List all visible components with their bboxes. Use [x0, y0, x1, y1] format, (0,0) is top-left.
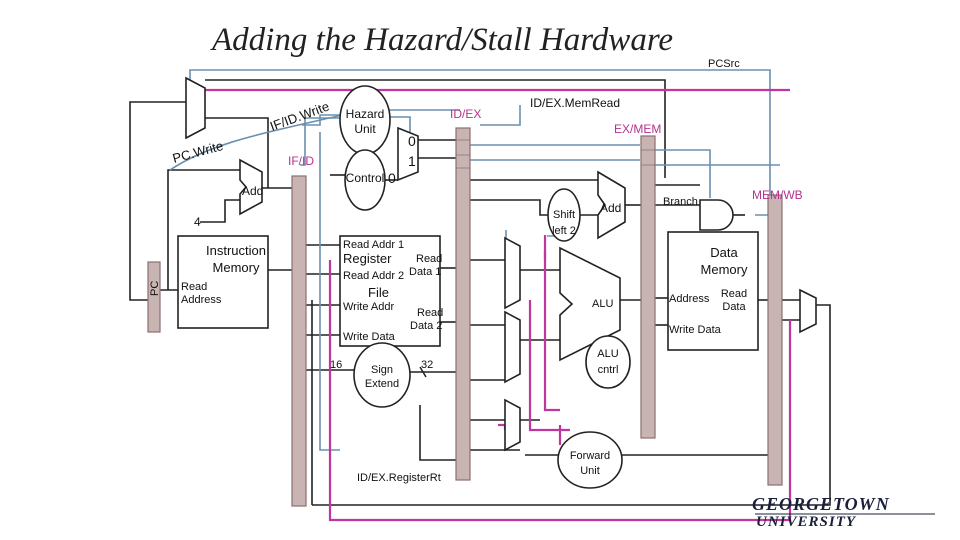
hazard-unit-label-1: Hazard	[346, 107, 385, 121]
datapath-wires	[129, 79, 831, 506]
alu-label: ALU	[592, 298, 613, 310]
data1-label: Data 1	[409, 266, 441, 278]
pcsrc-label: PCSrc	[708, 58, 740, 70]
data-memory	[667, 231, 759, 351]
read-addr1-label: Read Addr 1	[343, 239, 404, 251]
dm-write-data-label: Write Data	[669, 324, 722, 336]
branch-and-gate	[699, 199, 734, 231]
instruction-memory	[177, 235, 269, 329]
pc-label: PC	[149, 281, 161, 296]
alu-mux-b	[504, 310, 521, 384]
four-label: 4	[194, 215, 201, 229]
alu-control	[585, 335, 631, 389]
write-data-rf-label: Write Data	[343, 331, 396, 343]
sign-extend-label-2: Extend	[365, 378, 399, 390]
dm-address-label: Address	[669, 293, 710, 305]
regdst-mux	[504, 398, 521, 452]
im-label-2: Memory	[213, 260, 260, 275]
dm-read-label-2: Data	[722, 301, 746, 313]
shift-label-1: Shift	[553, 209, 575, 221]
control-label: Control	[346, 171, 385, 185]
data-memory-label-2: Memory	[701, 262, 748, 277]
control-unit	[344, 149, 386, 211]
id-ex-label: ID/EX	[450, 107, 481, 121]
hazard-unit-label-2: Unit	[354, 122, 376, 136]
shift-label-2: left 2	[552, 225, 576, 237]
register-label: Register	[343, 251, 392, 266]
data2-label: Data 2	[410, 320, 442, 332]
mux-one: 1	[408, 153, 416, 169]
pipeline-registers	[147, 127, 783, 507]
if-id-label: IF/ID	[288, 154, 314, 168]
bus-width-marks	[419, 366, 427, 378]
control-mux	[397, 126, 419, 182]
alu-block	[559, 246, 621, 362]
thirtytwo-label: 32	[421, 359, 433, 371]
pc-write-label: PC.Write	[171, 138, 225, 166]
im-read-label-1: Read	[181, 281, 207, 293]
im-read-label-2: Address	[181, 294, 222, 306]
alu-cntrl-label-1: ALU	[597, 348, 618, 360]
alu-cntrl-label-2: cntrl	[598, 364, 619, 376]
add-right-label: Add	[600, 201, 621, 215]
mux-zero-bottom: 0	[388, 170, 396, 186]
sixteen-label: 16	[330, 359, 342, 371]
sign-extend	[353, 342, 411, 408]
add-right-block	[597, 170, 626, 240]
shift-left-2	[547, 188, 581, 242]
register-bars	[456, 139, 655, 169]
forward-unit-label-2: Unit	[580, 465, 600, 477]
alu-mux-a	[504, 236, 521, 310]
ex-mem-label: EX/MEM	[614, 122, 661, 136]
id-ex-memread-label: ID/EX.MemRead	[530, 96, 620, 110]
mem-wb-register	[767, 194, 783, 486]
file-label: File	[368, 285, 389, 300]
forward-unit	[557, 431, 623, 489]
forward-unit-label-1: Forward	[570, 450, 610, 462]
write-addr-label: Write Addr	[343, 301, 394, 313]
logo-line-2: UNIVERSITY	[756, 514, 857, 530]
im-label-1: Instruction	[206, 243, 266, 258]
if-id-write-label: IF/ID.Write	[268, 99, 331, 134]
control-wires	[169, 69, 780, 451]
if-id-register	[291, 175, 307, 507]
id-ex-register	[455, 127, 471, 481]
wb-mux	[799, 288, 817, 334]
georgetown-logo: GEORGETOWN UNIVERSITY	[752, 494, 935, 530]
read-mid-label: Read	[417, 307, 443, 319]
dm-read-label-1: Read	[721, 288, 747, 300]
slide-title: Adding the Hazard/Stall Hardware	[210, 22, 673, 58]
pc-mux	[185, 76, 206, 140]
mem-wb-label: MEM/WB	[752, 188, 803, 202]
mux-zero-top: 0	[408, 133, 416, 149]
read-top-label: Read	[416, 253, 442, 265]
branch-label: Branch	[663, 196, 698, 208]
data-memory-label-1: Data	[710, 245, 738, 260]
add-left-label: Add	[242, 184, 263, 198]
sign-extend-label-1: Sign	[371, 364, 393, 376]
pc-register	[147, 261, 161, 333]
id-ex-register-rt-label: ID/EX.RegisterRt	[357, 472, 441, 484]
ex-mem-register	[640, 135, 656, 439]
read-addr2-label: Read Addr 2	[343, 270, 404, 282]
add-left-block	[239, 158, 263, 216]
logo-line-1: GEORGETOWN	[752, 494, 890, 514]
